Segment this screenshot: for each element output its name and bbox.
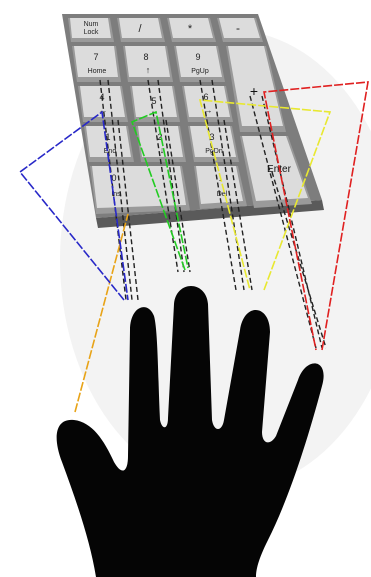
- key-pgdn: 3 PgDn: [188, 126, 239, 162]
- key-end: 1 End: [84, 126, 134, 162]
- key-divide: /: [117, 18, 165, 42]
- key-up: 8 ↑: [123, 46, 173, 82]
- key-down: 2 ↓: [136, 126, 186, 162]
- key-label-multiply: *: [188, 23, 193, 35]
- key-label-pgup-1: 9: [195, 52, 200, 62]
- key-label-home-1: 7: [93, 52, 98, 62]
- key-pgup: 9 PgUp: [174, 46, 225, 82]
- key-label-up: 8: [143, 52, 148, 62]
- key-num-lock: Num Lock: [68, 18, 114, 42]
- key-label-num-lock-2: Lock: [84, 29, 99, 36]
- key-minus: -: [217, 18, 263, 42]
- key-multiply: *: [167, 18, 216, 42]
- key-label-minus: -: [236, 21, 240, 35]
- key-label-plus: +: [250, 83, 258, 99]
- key-label-home-2: Home: [88, 68, 107, 75]
- key-label-num-lock-1: Num: [84, 21, 99, 28]
- key-five: 5: [130, 86, 180, 122]
- key-up-arrow-icon: ↑: [146, 65, 151, 75]
- key-home: 7 Home: [72, 46, 121, 82]
- key-label-end-2: End: [104, 148, 117, 155]
- key-right: 6 →: [182, 86, 233, 122]
- key-label-pgup-2: PgUp: [191, 68, 209, 75]
